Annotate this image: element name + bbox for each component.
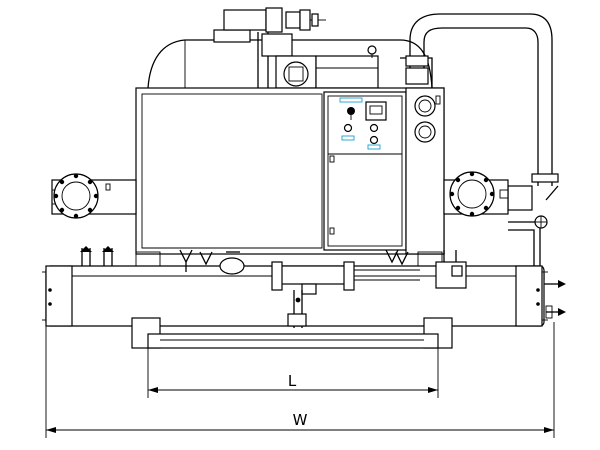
compressor-top-piping [223, 7, 379, 89]
display-screen-icon [365, 101, 387, 121]
left-water-flange [51, 173, 137, 219]
indicator-lamp-icon [369, 123, 379, 133]
dimension-l-label: L [288, 372, 297, 390]
dimension-l: L [147, 348, 439, 398]
arrow-right-icon [558, 308, 566, 316]
dimension-w-label: W [293, 411, 308, 429]
flow-arrows [545, 280, 566, 319]
control-panel [329, 97, 387, 235]
arrow-right-icon [558, 280, 566, 288]
right-water-flange [443, 171, 509, 217]
pressure-gauges [414, 95, 441, 143]
motor-terminal-icon [283, 61, 309, 87]
electrical-box [323, 91, 407, 251]
valve-icon [80, 246, 92, 252]
pressure-gauge-icon [414, 121, 436, 143]
oil-cooler [271, 250, 467, 328]
service-valves [80, 246, 409, 275]
valve-icon [102, 246, 114, 252]
unit-cabinet [135, 87, 445, 255]
dimension-w: W [45, 322, 555, 438]
pressure-gauge-icon [414, 95, 436, 117]
indicator-lamp-icon [369, 135, 379, 145]
indicator-lamp-icon [343, 123, 353, 133]
discharge-pipe [405, 13, 559, 211]
emergency-stop-icon [347, 107, 355, 115]
